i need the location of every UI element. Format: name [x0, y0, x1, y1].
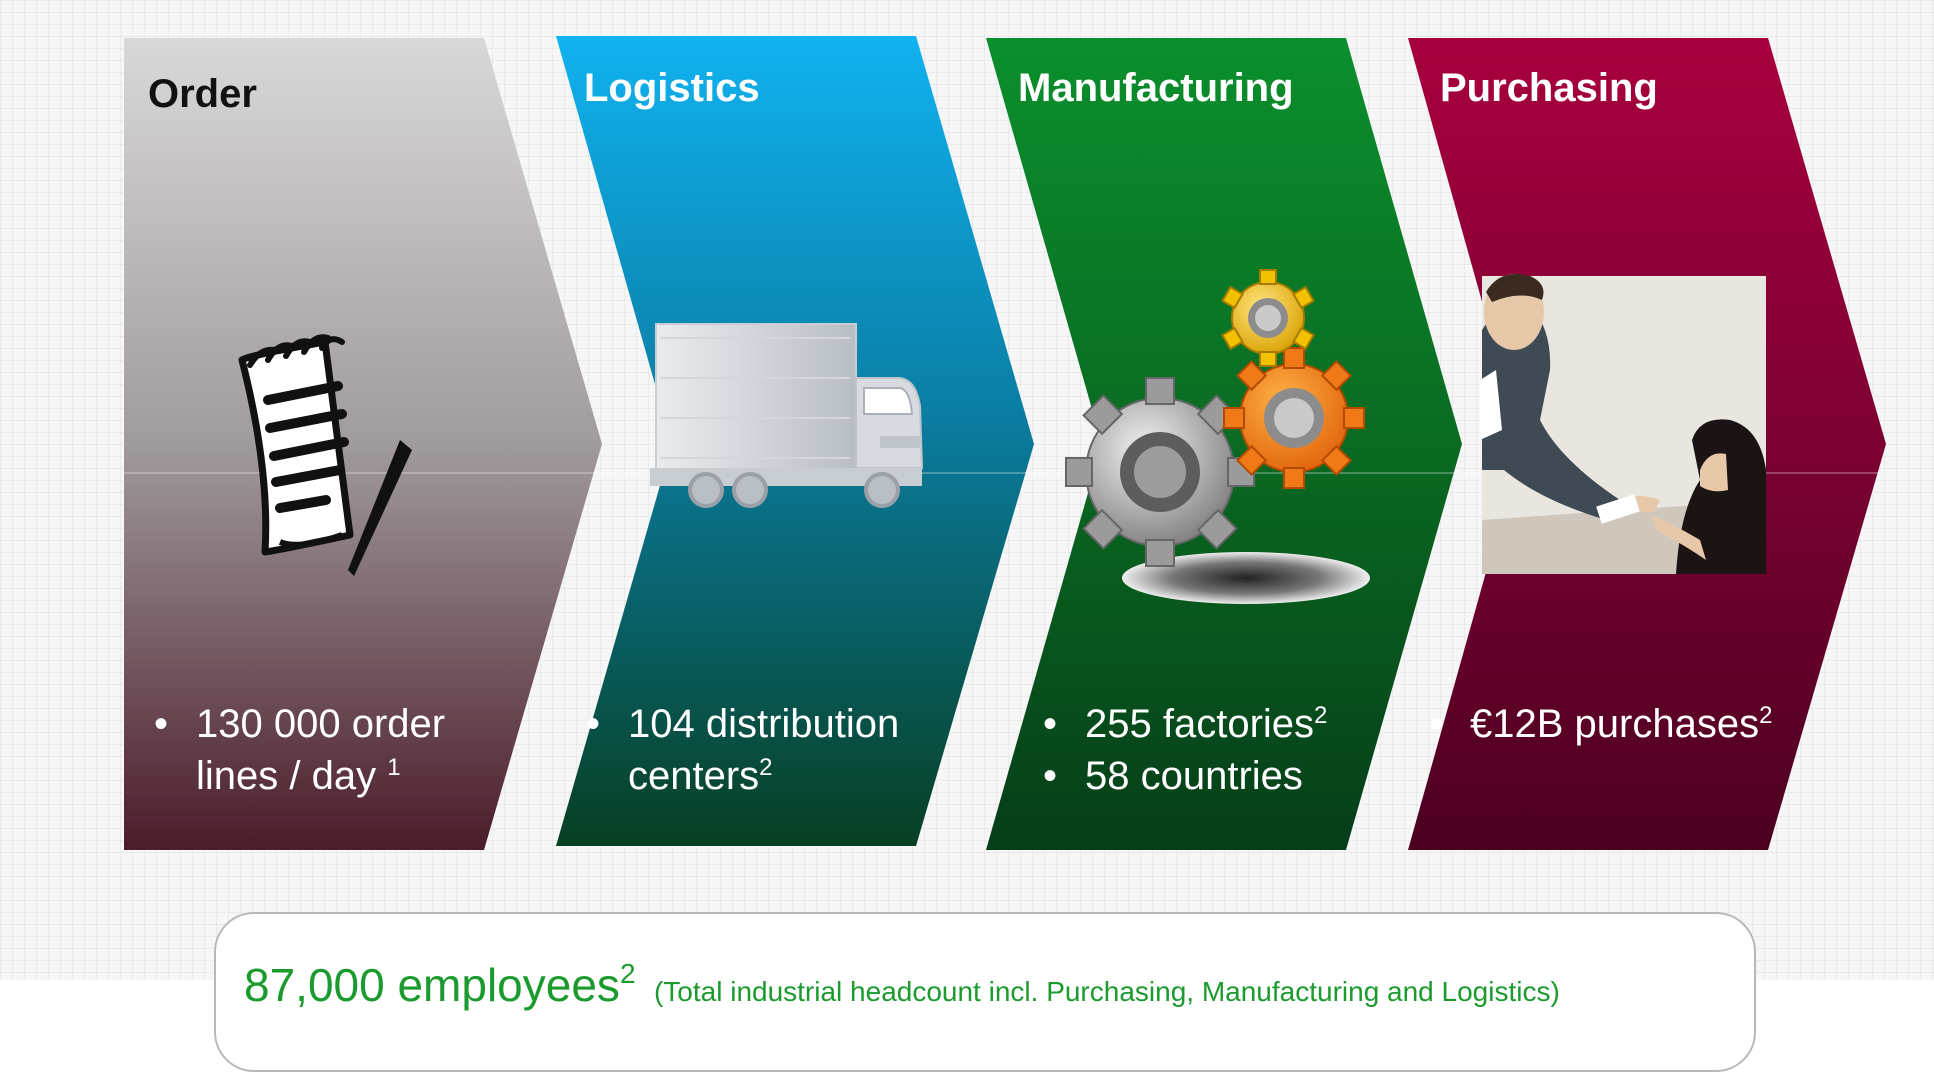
headcount-note: (Total industrial headcount incl. Purcha… [653, 976, 1560, 1007]
bullet-text: 130 000 order lines / day [196, 702, 446, 798]
footnote-mark: 2 [1759, 702, 1773, 729]
summary-box [214, 912, 1756, 1072]
truck-icon [650, 323, 924, 508]
footnote-mark: 2 [759, 754, 773, 781]
employee-count: 87,000 employees [244, 959, 620, 1011]
footnote-mark: 1 [387, 754, 401, 781]
bullet-text: 255 factories [1085, 702, 1315, 746]
bullet-symbol: • [1043, 702, 1058, 746]
bullet-text: €12B purchases [1470, 702, 1760, 746]
gears-icon [1065, 269, 1370, 604]
notepad-icon [238, 334, 412, 576]
bullet-text: 104 distribution centers [628, 702, 900, 798]
stage-title-logistics: Logistics [584, 66, 760, 110]
logistics-bullet: • 104 distribution centers2 [586, 698, 948, 808]
handshake-icon [1480, 274, 1766, 574]
order-chevron [124, 38, 602, 850]
footnote-mark: 2 [1314, 702, 1328, 729]
stage-title-order: Order [148, 72, 257, 116]
bullet-symbol: • [586, 702, 601, 746]
manufacturing-bullet: • 255 factories2 [1043, 698, 1425, 756]
bullet-symbol: • [1043, 754, 1058, 798]
bullet-symbol: • [1430, 702, 1445, 746]
process-chevrons [124, 36, 1886, 850]
purchasing-bullet: • €12B purchases2 [1430, 698, 1810, 756]
summary-text: 87,000 employees2 (Total industrial head… [244, 958, 1560, 1012]
order-bullet: • 130 000 order lines / day 1 [154, 698, 496, 808]
bullet-symbol: • [154, 702, 169, 746]
manufacturing-bullet: • 58 countries [1043, 750, 1425, 802]
footnote-mark: 2 [619, 958, 636, 989]
bullet-text: 58 countries [1085, 754, 1303, 798]
stage-title-purchasing: Purchasing [1440, 66, 1658, 110]
stage-title-manufacturing: Manufacturing [1018, 66, 1294, 110]
